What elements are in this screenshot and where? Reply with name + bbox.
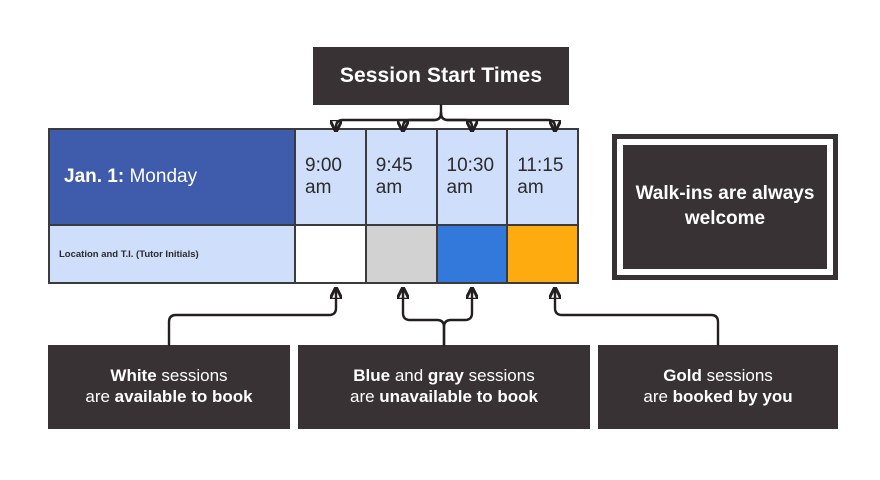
time-value-1: 9:00 — [305, 154, 342, 176]
arrow-unavailable-legend-to-slot-2 — [403, 289, 446, 347]
schedule-header-row: Jan. 1: Monday 9:00 am 9:45 am 10:30 am … — [50, 130, 577, 224]
time-header-cell-3[interactable]: 10:30 am — [435, 130, 507, 224]
legend-0-line-2-lead: are — [85, 387, 115, 406]
time-meridiem-2: am — [375, 177, 403, 198]
legend-2-line-1: Gold sessions — [643, 366, 792, 387]
walkins-callout-inner: Walk-ins are always welcome — [623, 145, 827, 269]
legend-0-line-2: are available to book — [85, 387, 252, 408]
time-value-3: 10:30 — [446, 154, 495, 176]
day-weekday-label: Monday — [124, 166, 198, 187]
legend-2-line-2: are booked by you — [643, 387, 792, 408]
walkins-callout-box: Walk-ins are always welcome — [612, 134, 838, 280]
time-value-2: 9:45 — [375, 154, 413, 176]
session-slot-1-available[interactable] — [294, 226, 365, 282]
location-tutor-initials-label: Location and T.I. (Tutor Initials) — [59, 248, 199, 260]
location-tutor-initials-cell: Location and T.I. (Tutor Initials) — [50, 226, 294, 282]
time-header-cell-1[interactable]: 9:00 am — [294, 130, 365, 224]
walkins-line-1: Walk-ins are — [635, 183, 747, 205]
legend-0-line-1-rest: sessions — [156, 366, 228, 386]
day-date-label: Jan. 1: — [64, 166, 125, 187]
legend-2-line-2-lead: are — [643, 387, 673, 406]
legend-2-line-1-rest: sessions — [701, 366, 773, 386]
time-meridiem-4: am — [517, 177, 544, 198]
arrow-white-legend-to-slot-1 — [167, 289, 336, 347]
legend-0-line-1: White sessions — [85, 366, 252, 387]
time-header-cell-2[interactable]: 9:45 am — [364, 130, 436, 224]
session-slot-3-unavailable[interactable] — [435, 226, 507, 282]
time-header-cell-4[interactable]: 11:15 am — [506, 130, 577, 224]
legend-0-line-2-strong: available to book — [114, 387, 253, 406]
legend-box-blue-gray-unavailable: Blue and gray sessions are unavailable t… — [298, 345, 590, 429]
arrow-gold-legend-to-slot-4 — [555, 289, 720, 347]
arrow-unavailable-legend-to-slot-3 — [442, 289, 472, 347]
session-start-times-title-box: Session Start Times — [313, 47, 569, 105]
session-slot-2-unavailable[interactable] — [364, 226, 436, 282]
legend-1-keyword: Blue — [353, 366, 391, 386]
title-label: Session Start Times — [339, 64, 543, 88]
legend-1-line-2: are unavailable to book — [350, 387, 538, 408]
legend-1-line-1: Blue and gray sessions — [350, 366, 538, 387]
legend-1-keyword-2: gray — [427, 366, 464, 386]
legend-box-white-available: White sessions are available to book — [48, 345, 290, 429]
legend-0-keyword: White — [110, 366, 157, 386]
schedule-slot-row: Location and T.I. (Tutor Initials) — [50, 224, 577, 282]
legend-2-keyword: Gold — [663, 366, 702, 386]
schedule-table: Jan. 1: Monday 9:00 am 9:45 am 10:30 am … — [48, 128, 579, 284]
session-slot-4-booked[interactable] — [506, 226, 577, 282]
time-meridiem-3: am — [446, 177, 473, 198]
legend-1-line-2-strong: unavailable to book — [379, 387, 538, 406]
legend-2-line-2-strong: booked by you — [672, 387, 793, 406]
time-value-4: 11:15 — [517, 154, 564, 176]
legend-1-line-2-lead: are — [350, 387, 380, 406]
legend-1-line-1-mid: and — [390, 366, 428, 386]
legend-1-line-1-rest: sessions — [463, 366, 535, 386]
time-meridiem-1: am — [305, 177, 332, 198]
legend-box-gold-booked: Gold sessions are booked by you — [598, 345, 838, 429]
day-header-cell: Jan. 1: Monday — [50, 130, 294, 224]
walkins-line-2: always welcome — [684, 183, 815, 229]
